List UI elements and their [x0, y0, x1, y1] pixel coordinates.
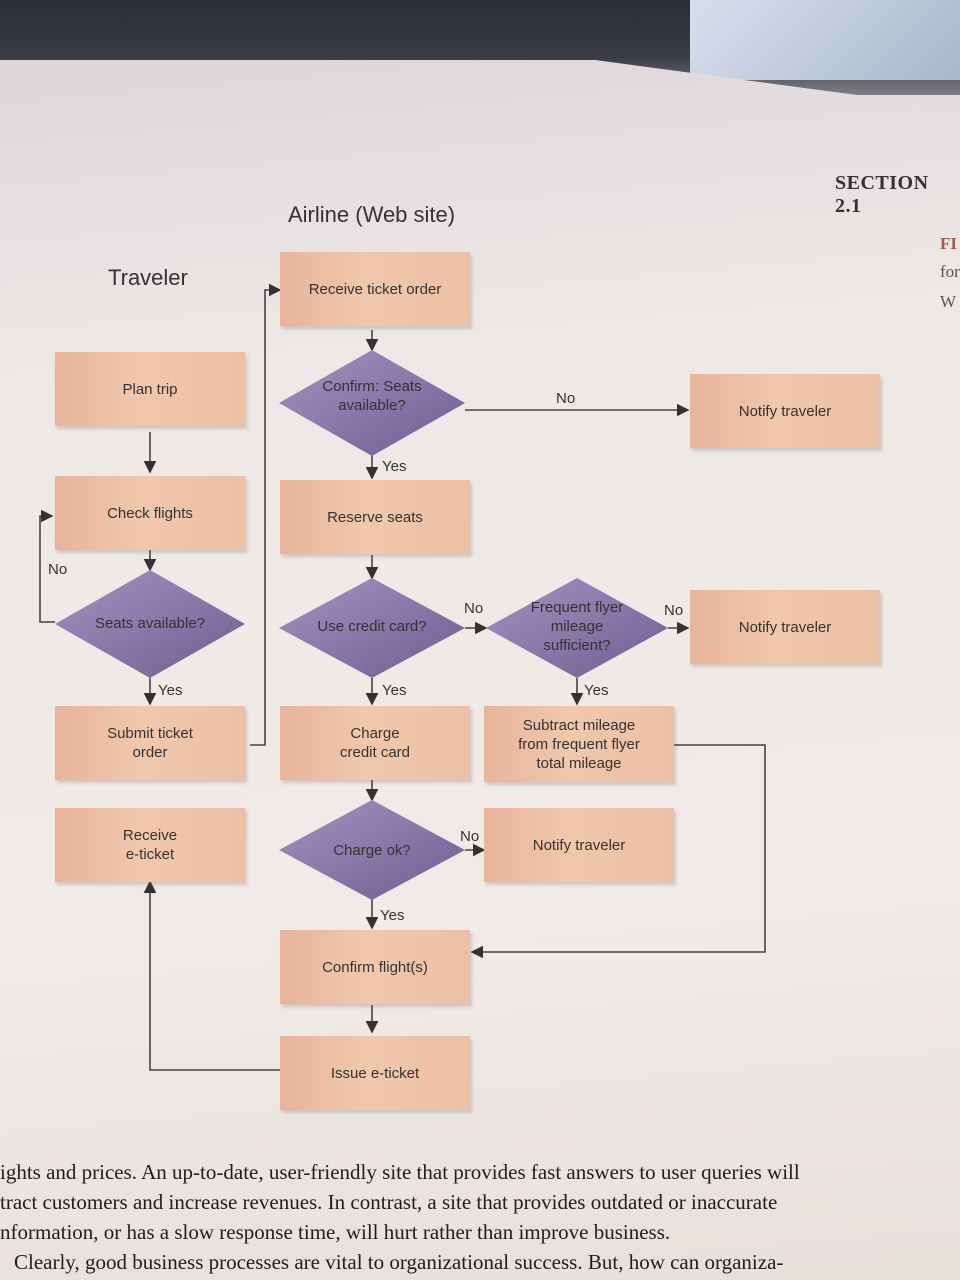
- box-label: Notify traveler: [738, 618, 832, 636]
- lane-title-airline: Airline (Web site): [288, 202, 456, 227]
- margin-fragment: for: [940, 262, 960, 281]
- box-label: Charge credit card: [339, 725, 411, 761]
- edge-label-yes: Yes: [382, 458, 407, 475]
- box-label: Submit ticket order: [107, 725, 193, 761]
- decision-seats-available-traveler: [55, 570, 245, 678]
- margin-fragment: W: [940, 292, 957, 311]
- box-charge-credit-card: Charge credit card: [280, 706, 470, 780]
- edge-label-no: No: [460, 828, 480, 845]
- decision-charge-ok: [279, 800, 465, 900]
- decision-label: Use credit card?: [317, 617, 427, 635]
- edge-label-yes: Yes: [158, 682, 183, 699]
- box-check-flights: Check flights: [55, 476, 245, 550]
- box-notify-traveler-2: Notify traveler: [690, 590, 880, 664]
- box-receive-ticket-order: Receive ticket order: [280, 252, 470, 326]
- body-text-line: Clearly, good business processes are vit…: [14, 1250, 784, 1274]
- box-label: Receive e-ticket: [122, 827, 178, 863]
- edge-label-no: No: [556, 390, 576, 407]
- box-label: Reserve seats: [327, 508, 423, 526]
- box-label: Notify traveler: [532, 836, 626, 854]
- edge-label-no: No: [48, 561, 68, 578]
- box-reserve-seats: Reserve seats: [280, 480, 470, 554]
- body-text-line: ights and prices. An up-to-date, user-fr…: [0, 1160, 800, 1184]
- decision-label: Seats available?: [94, 614, 206, 632]
- box-subtract-mileage: Subtract mileage from frequent flyer tot…: [484, 706, 674, 782]
- box-label: Check flights: [107, 504, 193, 522]
- decision-label: Frequent flyer mileage sufficient?: [530, 598, 624, 654]
- edge-label-yes: Yes: [380, 907, 405, 924]
- box-label: Notify traveler: [738, 402, 832, 420]
- arrow-issue-to-receive-eticket: [143, 880, 280, 1071]
- body-text-line: tract customers and increase revenues. I…: [0, 1190, 778, 1214]
- box-label: Confirm flight(s): [322, 958, 428, 976]
- edge-label-no: No: [464, 600, 484, 617]
- margin-fragment: FI: [940, 234, 957, 253]
- arrow-submit-to-receive-order: [250, 283, 282, 746]
- body-text-line: nformation, or has a slow response time,…: [0, 1220, 671, 1244]
- box-notify-traveler-1: Notify traveler: [690, 374, 880, 448]
- edge-label-yes: Yes: [584, 682, 609, 699]
- edge-label-yes: Yes: [382, 682, 407, 699]
- decision-confirm-seats: [279, 350, 465, 456]
- lane-title-traveler: Traveler: [108, 265, 188, 290]
- box-plan-trip: Plan trip: [55, 352, 245, 426]
- box-notify-traveler-3: Notify traveler: [484, 808, 674, 882]
- box-confirm-flights: Confirm flight(s): [280, 930, 470, 1004]
- box-label: Subtract mileage from frequent flyer tot…: [518, 716, 640, 772]
- edge-label-no: No: [664, 602, 684, 619]
- background-monitor: [690, 0, 960, 80]
- box-issue-eticket: Issue e-ticket: [280, 1036, 470, 1110]
- box-label: Receive ticket order: [308, 280, 442, 298]
- box-label: Issue e-ticket: [330, 1064, 420, 1082]
- decision-frequent-flyer: [486, 578, 668, 678]
- box-receive-eticket: Receive e-ticket: [55, 808, 245, 882]
- box-submit-ticket-order: Submit ticket order: [55, 706, 245, 780]
- arrow-subtract-to-confirm-flights: [470, 744, 766, 959]
- arrow-no-back-to-check: [39, 509, 55, 623]
- box-label: Plan trip: [122, 380, 178, 398]
- section-header: SECTION 2.1: [835, 172, 929, 217]
- decision-label: Confirm: Seats available?: [322, 378, 422, 414]
- decision-label: Charge ok?: [333, 841, 411, 859]
- decision-use-credit-card: [279, 578, 465, 678]
